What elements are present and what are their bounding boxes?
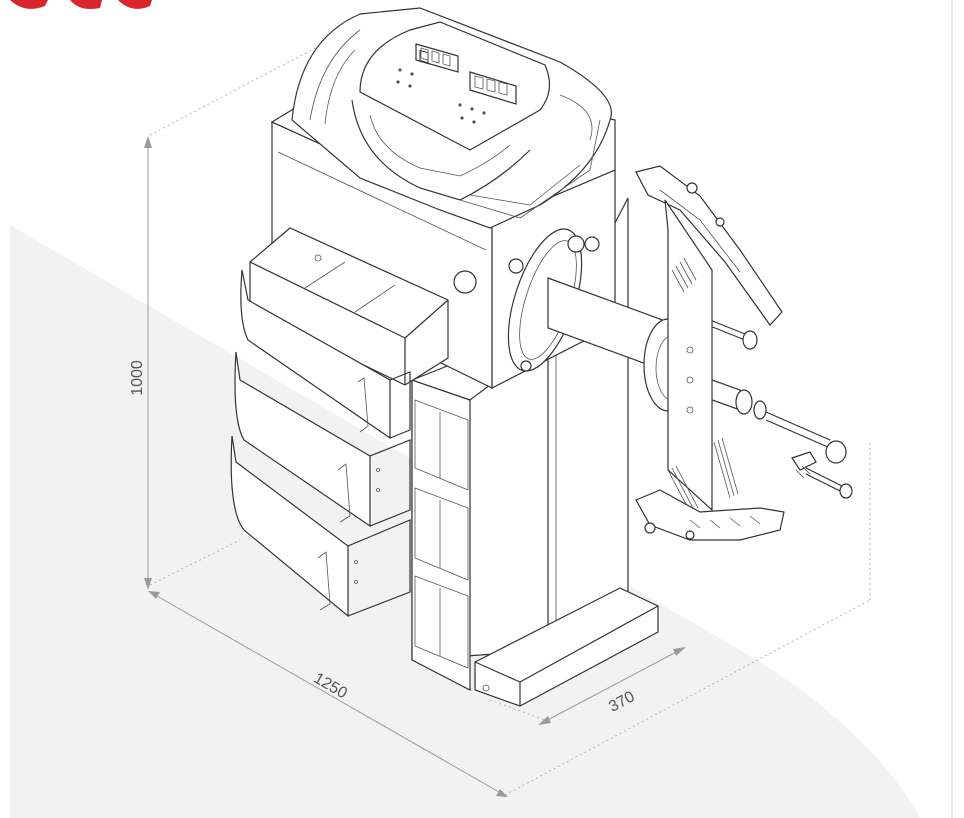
main-shaft [547,277,847,464]
brand-logo-fragment [10,0,152,9]
indicator-dots [396,68,486,124]
height-label: 1000 [129,360,146,396]
wheel-guard-arm [635,165,785,541]
construction-lines [149,34,871,796]
drawer-2 [234,351,411,528]
wheel-balancer-machine [230,7,853,707]
drawer-3 [230,435,411,618]
shelf-tower [410,364,492,691]
shaft-flange [453,228,600,372]
led-display-left [415,43,459,73]
accessory-clamp [791,451,853,499]
top-console [291,7,612,229]
base-plate [474,587,659,707]
led-display-right [469,71,517,105]
dimension-height: 1000 [129,136,152,590]
drawer-1 [240,269,411,440]
